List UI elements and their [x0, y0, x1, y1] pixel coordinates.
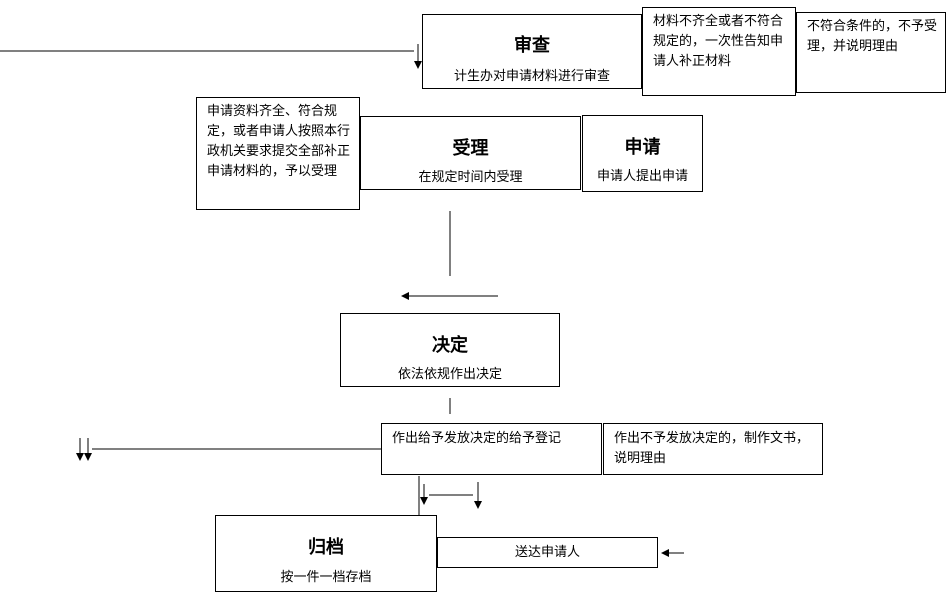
stage-archive-title: 归档 [308, 537, 344, 558]
note-deliver-text: 送达申请人 [514, 545, 580, 560]
note-grant-box: 作出给予发放决定的给予登记 [381, 423, 602, 475]
note-incomplete-box: 材料不齐全或者不符合规定的，一次性告知申请人补正材料 [642, 7, 796, 96]
note-deliver-box: 送达申请人 [437, 537, 658, 568]
stage-apply-title: 申请 [624, 137, 661, 158]
stage-archive-box: 归档 按一件一档存档 [215, 515, 437, 592]
note-grant-text: 作出给予发放决定的给予登记 [392, 431, 562, 446]
note-deny-box: 作出不予发放决定的，制作文书，说明理由 [603, 423, 823, 475]
stage-apply-box: 申请 申请人提出申请 [582, 115, 703, 192]
note-unqualified-box: 不符合条件的，不予受理，并说明理由 [796, 12, 946, 93]
note-incomplete-text: 材料不齐全或者不符合规定的，一次性告知申请人补正材料 [653, 14, 784, 69]
stage-review-title: 审查 [514, 35, 550, 56]
stage-decide-title: 决定 [432, 335, 468, 356]
stage-accept-title: 受理 [452, 138, 489, 159]
stage-archive-desc: 按一件一档存档 [280, 570, 372, 585]
stage-accept-desc: 在规定时间内受理 [418, 170, 523, 185]
note-complete-text: 申请资料齐全、符合规定，或者申请人按照本行政机关要求提交全部补正申请材料的，予以… [207, 104, 351, 179]
stage-decide-box: 决定 依法依规作出决定 [340, 313, 560, 387]
note-complete-box: 申请资料齐全、符合规定，或者申请人按照本行政机关要求提交全部补正申请材料的，予以… [196, 97, 360, 210]
stage-decide-desc: 依法依规作出决定 [397, 367, 502, 382]
stage-review-desc: 计生办对申请材料进行审查 [453, 69, 610, 84]
stage-accept-box: 受理 在规定时间内受理 [360, 116, 581, 190]
stage-review-box: 审查 计生办对申请材料进行审查 [422, 14, 642, 89]
stage-apply-desc: 申请人提出申请 [596, 169, 688, 184]
note-unqualified-text: 不符合条件的，不予受理，并说明理由 [807, 19, 938, 54]
note-deny-text: 作出不予发放决定的，制作文书，说明理由 [614, 431, 810, 466]
